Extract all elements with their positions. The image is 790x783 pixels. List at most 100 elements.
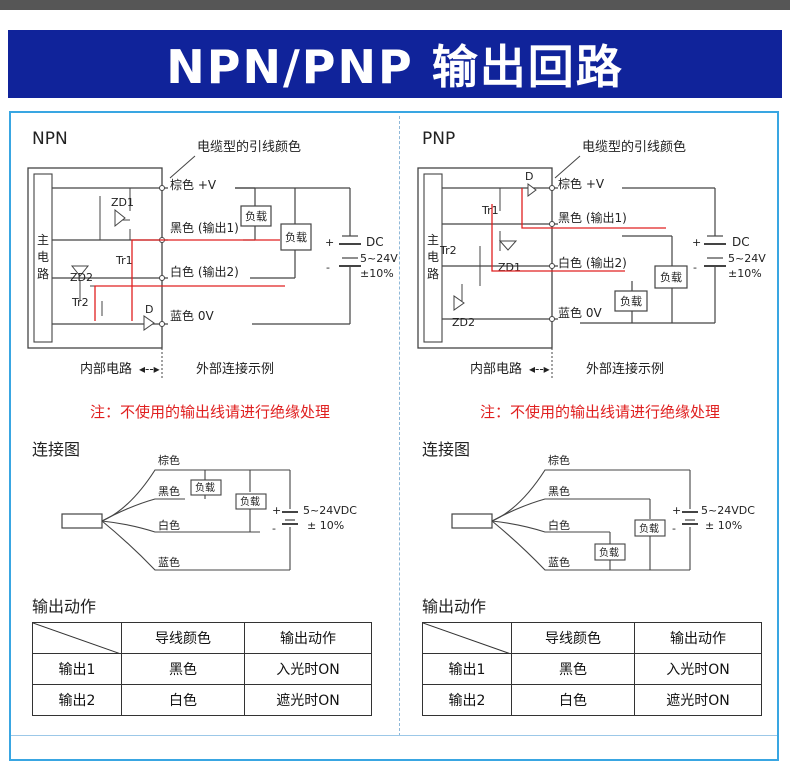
npn-conn-brown: 棕色 <box>158 454 180 467</box>
pnp-conn-dc-2: ± 10% <box>705 519 742 532</box>
top-bar <box>0 0 790 10</box>
pnp-diode-symbol <box>527 183 537 197</box>
pnp-main-char-1: 主 <box>427 233 439 247</box>
npn-pointer-line <box>169 155 196 179</box>
pnp-note: 注：不使用的输出线请进行绝缘处理 <box>479 403 720 421</box>
npn-conn-white: 白色 <box>158 518 180 532</box>
pnp-cable-title: 电缆型的引线颜色 <box>582 139 686 155</box>
npn-tr1-label: Tr1 <box>115 254 133 267</box>
npn-conn-black: 黑色 <box>158 484 180 498</box>
pnp-wire-brown: 棕色 +V <box>558 176 605 191</box>
pnp-dc-3: ±10% <box>728 267 762 280</box>
table-cell-name: 输出2 <box>32 684 122 716</box>
pnp-output-title: 输出动作 <box>422 597 487 616</box>
npn-conn-dc-2: ± 10% <box>307 519 344 532</box>
table-cell-color: 黑色 <box>511 653 635 685</box>
npn-conn-minus: - <box>272 522 276 535</box>
pnp-connection-diagram: 负载 负载 + - 5~24VDC ± 10% 棕色 黑色 白色 蓝色 <box>451 454 755 571</box>
pnp-main-circuit-box <box>423 173 443 343</box>
npn-current-2 <box>94 285 285 321</box>
table-corner-slash <box>33 623 121 654</box>
table-corner-cell <box>422 622 512 654</box>
npn-connection-title: 连接图 <box>32 440 81 459</box>
npn-dc-1: DC <box>366 235 384 249</box>
pnp-conn-blue: 蓝色 <box>548 555 570 569</box>
pnp-conn-white: 白色 <box>548 518 570 532</box>
npn-wire-black: 黑色 (输出1) <box>170 220 239 235</box>
pnp-internal-label: 内部电路 <box>470 361 522 377</box>
table-header-action: 输出动作 <box>634 622 762 654</box>
npn-main-char-3: 路 <box>37 266 49 281</box>
pnp-main-char-3: 路 <box>427 266 439 281</box>
npn-conn-dc-1: 5~24VDC <box>303 504 357 517</box>
npn-main-char-2: 电 <box>37 250 49 264</box>
npn-conn-blue: 蓝色 <box>158 555 180 569</box>
npn-minus: - <box>326 261 330 274</box>
table-row: 输出2 白色 遮光时ON <box>32 684 372 716</box>
npn-output-table: 导线颜色 输出动作 输出1 黑色 入光时ON 输出2 白色 遮光时ON <box>32 622 372 716</box>
npn-zd1-label: ZD1 <box>111 196 134 209</box>
npn-load-1: 负载 <box>245 209 267 223</box>
pnp-panel: PNP 电缆型的引线颜色 主 电 路 棕色 +V 黑色 (输出1) 白色 (输出… <box>410 116 790 736</box>
pnp-load-1: 负载 <box>660 270 682 284</box>
table-header-action: 输出动作 <box>244 622 372 654</box>
table-row: 导线颜色 输出动作 <box>32 622 372 654</box>
table-cell-color: 白色 <box>121 684 245 716</box>
npn-d-label: D <box>145 303 153 316</box>
pnp-zd2-symbol <box>453 295 465 311</box>
npn-diode-symbol <box>143 315 155 331</box>
pnp-wire-white: 白色 (输出2) <box>558 255 627 270</box>
pnp-plus: + <box>692 236 701 249</box>
table-corner-cell <box>32 622 122 654</box>
pnp-external-label: 外部连接示例 <box>586 361 664 377</box>
pnp-wire-black: 黑色 (输出1) <box>558 210 627 225</box>
table-cell-action: 入光时ON <box>634 653 762 685</box>
table-row: 输出1 黑色 入光时ON <box>32 653 372 685</box>
pnp-conn-load-1: 负载 <box>639 522 659 535</box>
pnp-zd2-label: ZD2 <box>452 316 475 329</box>
table-cell-action: 遮光时ON <box>634 684 762 716</box>
pnp-d-label: D <box>525 170 533 183</box>
table-row: 导线颜色 输出动作 <box>422 622 762 654</box>
pnp-arrow: ◂--▸ <box>529 362 550 376</box>
table-row: 输出1 黑色 入光时ON <box>422 653 762 685</box>
pnp-conn-brown: 棕色 <box>548 454 570 467</box>
npn-panel: NPN 电缆型的引线颜色 主 电 路 棕色 +V 黑色 (输出1) 白色 (输出… <box>20 116 400 736</box>
panel-divider <box>399 116 400 736</box>
content-frame <box>9 111 779 761</box>
pnp-wire-blue: 蓝色 0V <box>558 306 602 320</box>
npn-load-2: 负载 <box>285 230 307 244</box>
table-cell-name: 输出2 <box>422 684 512 716</box>
pnp-main-char-2: 电 <box>427 250 439 264</box>
pnp-tr2-label: Tr2 <box>439 244 457 257</box>
npn-zd2-label: ZD2 <box>70 271 93 284</box>
npn-dc-2: 5~24V <box>360 252 398 265</box>
table-header-color: 导线颜色 <box>121 622 245 654</box>
npn-output-title: 输出动作 <box>32 597 97 616</box>
pnp-current-1 <box>521 188 666 229</box>
pnp-zd1-label: ZD1 <box>498 261 521 274</box>
table-cell-action: 遮光时ON <box>244 684 372 716</box>
pnp-conn-plus: + <box>672 504 681 517</box>
pnp-pointer-line <box>554 155 581 179</box>
page-title: NPN/PNP 输出回路 <box>8 30 782 98</box>
npn-main-circuit-box <box>33 173 53 343</box>
npn-label: NPN <box>32 129 68 149</box>
npn-wire-blue: 蓝色 0V <box>170 309 214 323</box>
npn-main-char-1: 主 <box>37 233 49 247</box>
table-header-color: 导线颜色 <box>511 622 635 654</box>
npn-circuit-diagram: NPN 电缆型的引线颜色 主 电 路 棕色 +V 黑色 (输出1) 白色 (输出… <box>27 129 398 378</box>
npn-cable-title: 电缆型的引线颜色 <box>197 139 301 155</box>
npn-wire-brown: 棕色 +V <box>170 177 217 192</box>
pnp-connection-title: 连接图 <box>422 440 471 459</box>
table-corner-slash <box>423 623 511 654</box>
pnp-label: PNP <box>422 129 455 149</box>
npn-connection-diagram: 负载 负载 + - 5~24VDC ± 10% 棕色 黑色 白色 蓝色 <box>61 454 357 571</box>
npn-zd1-symbol <box>114 208 126 228</box>
npn-conn-load-2: 负载 <box>240 495 260 508</box>
npn-current-1 <box>131 239 280 321</box>
pnp-dc-2: 5~24V <box>728 252 766 265</box>
table-cell-name: 输出1 <box>32 653 122 685</box>
pnp-conn-minus: - <box>672 522 676 535</box>
pnp-load-2: 负载 <box>620 294 642 308</box>
